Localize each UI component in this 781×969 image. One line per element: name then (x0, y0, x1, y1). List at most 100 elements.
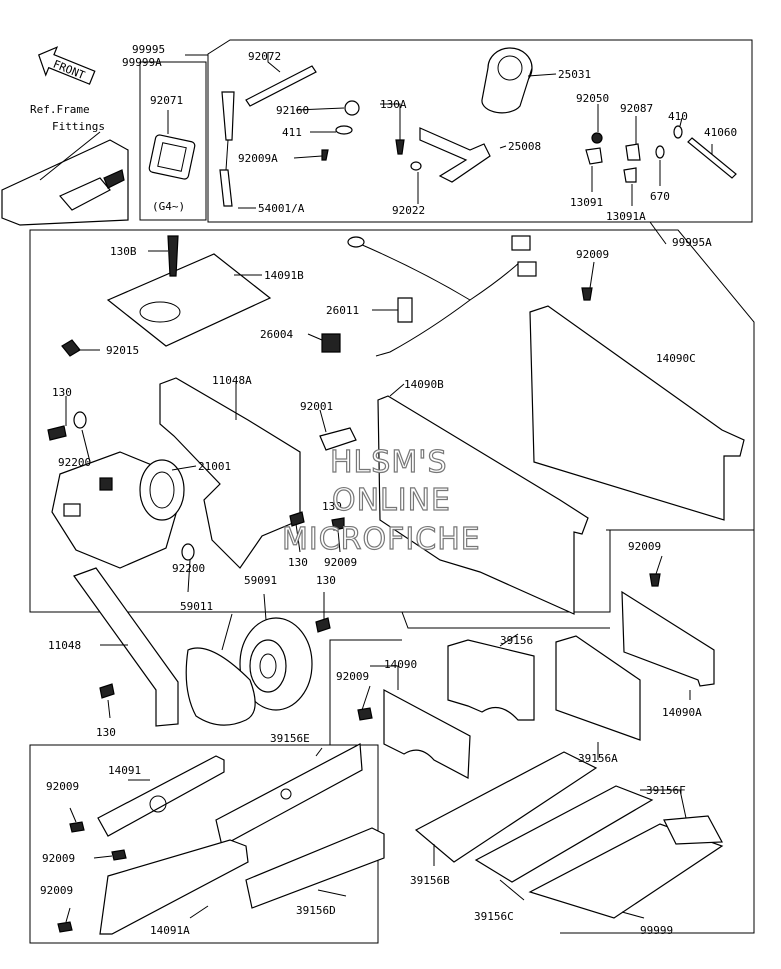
part-92072-strap (245, 65, 317, 107)
part-14091-cover (97, 755, 225, 837)
callout-130-e: 130 (96, 726, 116, 739)
callout-130-d: 130 (316, 574, 336, 587)
part-92009-bolt-f (111, 849, 127, 861)
callout-26004: 26004 (260, 328, 293, 341)
part-13091 (585, 147, 603, 165)
ref-frame-label-1: Ref.Frame (30, 103, 90, 116)
frame-fittings (1, 131, 129, 226)
callout-130-b: 130 (322, 500, 342, 513)
part-14090B-plate (377, 395, 589, 615)
part-92009-bolt-b (331, 517, 345, 531)
front-arrow-shape (38, 46, 96, 85)
part-92015-nut (61, 339, 81, 357)
callout-130A: 130A (380, 98, 407, 111)
part-92071 (148, 134, 196, 180)
callout-130-c: 130 (288, 556, 308, 569)
watermark: HLSM'S ONLINE MICROFICHE (281, 444, 481, 557)
callout-92200-a: 92200 (58, 456, 91, 469)
part-14091A-cover (99, 839, 249, 935)
callout-14091B: 14091B (264, 269, 304, 282)
callout-11048A: 11048A (212, 374, 252, 387)
part-92160 (344, 100, 360, 116)
part-92200-washer-a (73, 411, 87, 429)
part-130-bolt-a (47, 425, 67, 441)
callout-92015: 92015 (106, 344, 139, 357)
callout-14090: 14090 (384, 658, 417, 671)
callout-54001A: 54001/A (258, 202, 305, 215)
callout-39156F: 39156F (646, 784, 686, 797)
part-39156B-pad (414, 751, 598, 863)
callout-130-a: 130 (52, 386, 72, 399)
callout-92160: 92160 (276, 104, 309, 117)
kit-92071-box (139, 61, 207, 221)
part-26004 (321, 333, 341, 353)
part-39156E-pad (215, 743, 363, 847)
part-92001-bolt (319, 427, 357, 451)
part-39156C-pad (474, 785, 654, 883)
ref-frame-label-2: Fittings (52, 120, 105, 133)
callout-labels: 99995 99999A 92072 92071 92160 130A 411 … (40, 43, 737, 937)
callout-39156: 39156 (500, 634, 533, 647)
part-11048-bracket (73, 567, 179, 727)
part-11048A-bracket (159, 377, 301, 569)
part-25031-meter (481, 47, 533, 114)
callout-92071: 92071 (150, 94, 183, 107)
part-14090C-plate (529, 305, 745, 521)
part-54001-cable (219, 91, 235, 207)
callout-670: 670 (650, 190, 670, 203)
callout-92009-e: 92009 (46, 780, 79, 793)
part-92009-bolt-e (69, 821, 85, 833)
watermark-line-3: MICROFICHE (282, 522, 481, 557)
part-410 (673, 125, 683, 139)
callout-92009-g: 92009 (40, 884, 73, 897)
part-92022 (410, 161, 422, 171)
callout-39156D: 39156D (296, 904, 336, 917)
part-13091A (623, 167, 637, 183)
callout-92009-a: 92009 (576, 248, 609, 261)
callout-92087: 92087 (620, 102, 653, 115)
callout-92009-b: 92009 (324, 556, 357, 569)
part-92009-bolt-a (581, 287, 593, 301)
callout-39156C: 39156C (474, 910, 514, 923)
callout-26011: 26011 (326, 304, 359, 317)
watermark-line-1: HLSM'S (330, 445, 448, 480)
front-arrow: FRONT (38, 46, 96, 85)
callout-130B: 130B (110, 245, 137, 258)
callout-59091: 59091 (244, 574, 277, 587)
part-14090A-plate (621, 590, 715, 687)
leader-lines (65, 52, 713, 923)
watermark-line-2: ONLINE (332, 483, 451, 518)
callout-39156E: 39156E (270, 732, 310, 745)
part-59011-belt (185, 647, 256, 726)
part-411 (335, 125, 353, 135)
callout-41060: 41060 (704, 126, 737, 139)
callout-14090A: 14090A (662, 706, 702, 719)
callout-14090C: 14090C (656, 352, 696, 365)
callout-99999: 99999 (640, 924, 673, 937)
callout-25031: 25031 (558, 68, 591, 81)
callout-99999A: 99999A (122, 56, 162, 69)
part-21001-alternator (51, 451, 185, 569)
part-130-bolt-c (315, 617, 331, 633)
part-41060-shaft (687, 137, 737, 179)
part-39156A-pad (555, 635, 641, 741)
callout-59011: 59011 (180, 600, 213, 613)
callout-411: 411 (282, 126, 302, 139)
part-92087 (625, 143, 641, 161)
part-14091B-plate (106, 253, 272, 347)
callout-21001: 21001 (198, 460, 231, 473)
part-130-bolt-d (99, 683, 115, 699)
callout-25008: 25008 (508, 140, 541, 153)
callout-39156A: 39156A (578, 752, 618, 765)
part-39156F-pad (663, 815, 723, 845)
callout-99995A: 99995A (672, 236, 712, 249)
part-130-bolt-b (289, 511, 305, 527)
part-92009-bolt-c (649, 573, 661, 587)
part-39156-pad (447, 639, 535, 721)
callout-14091: 14091 (108, 764, 141, 777)
part-130A-bolt (395, 139, 405, 155)
callout-14091A: 14091A (150, 924, 190, 937)
part-92050 (591, 132, 603, 144)
